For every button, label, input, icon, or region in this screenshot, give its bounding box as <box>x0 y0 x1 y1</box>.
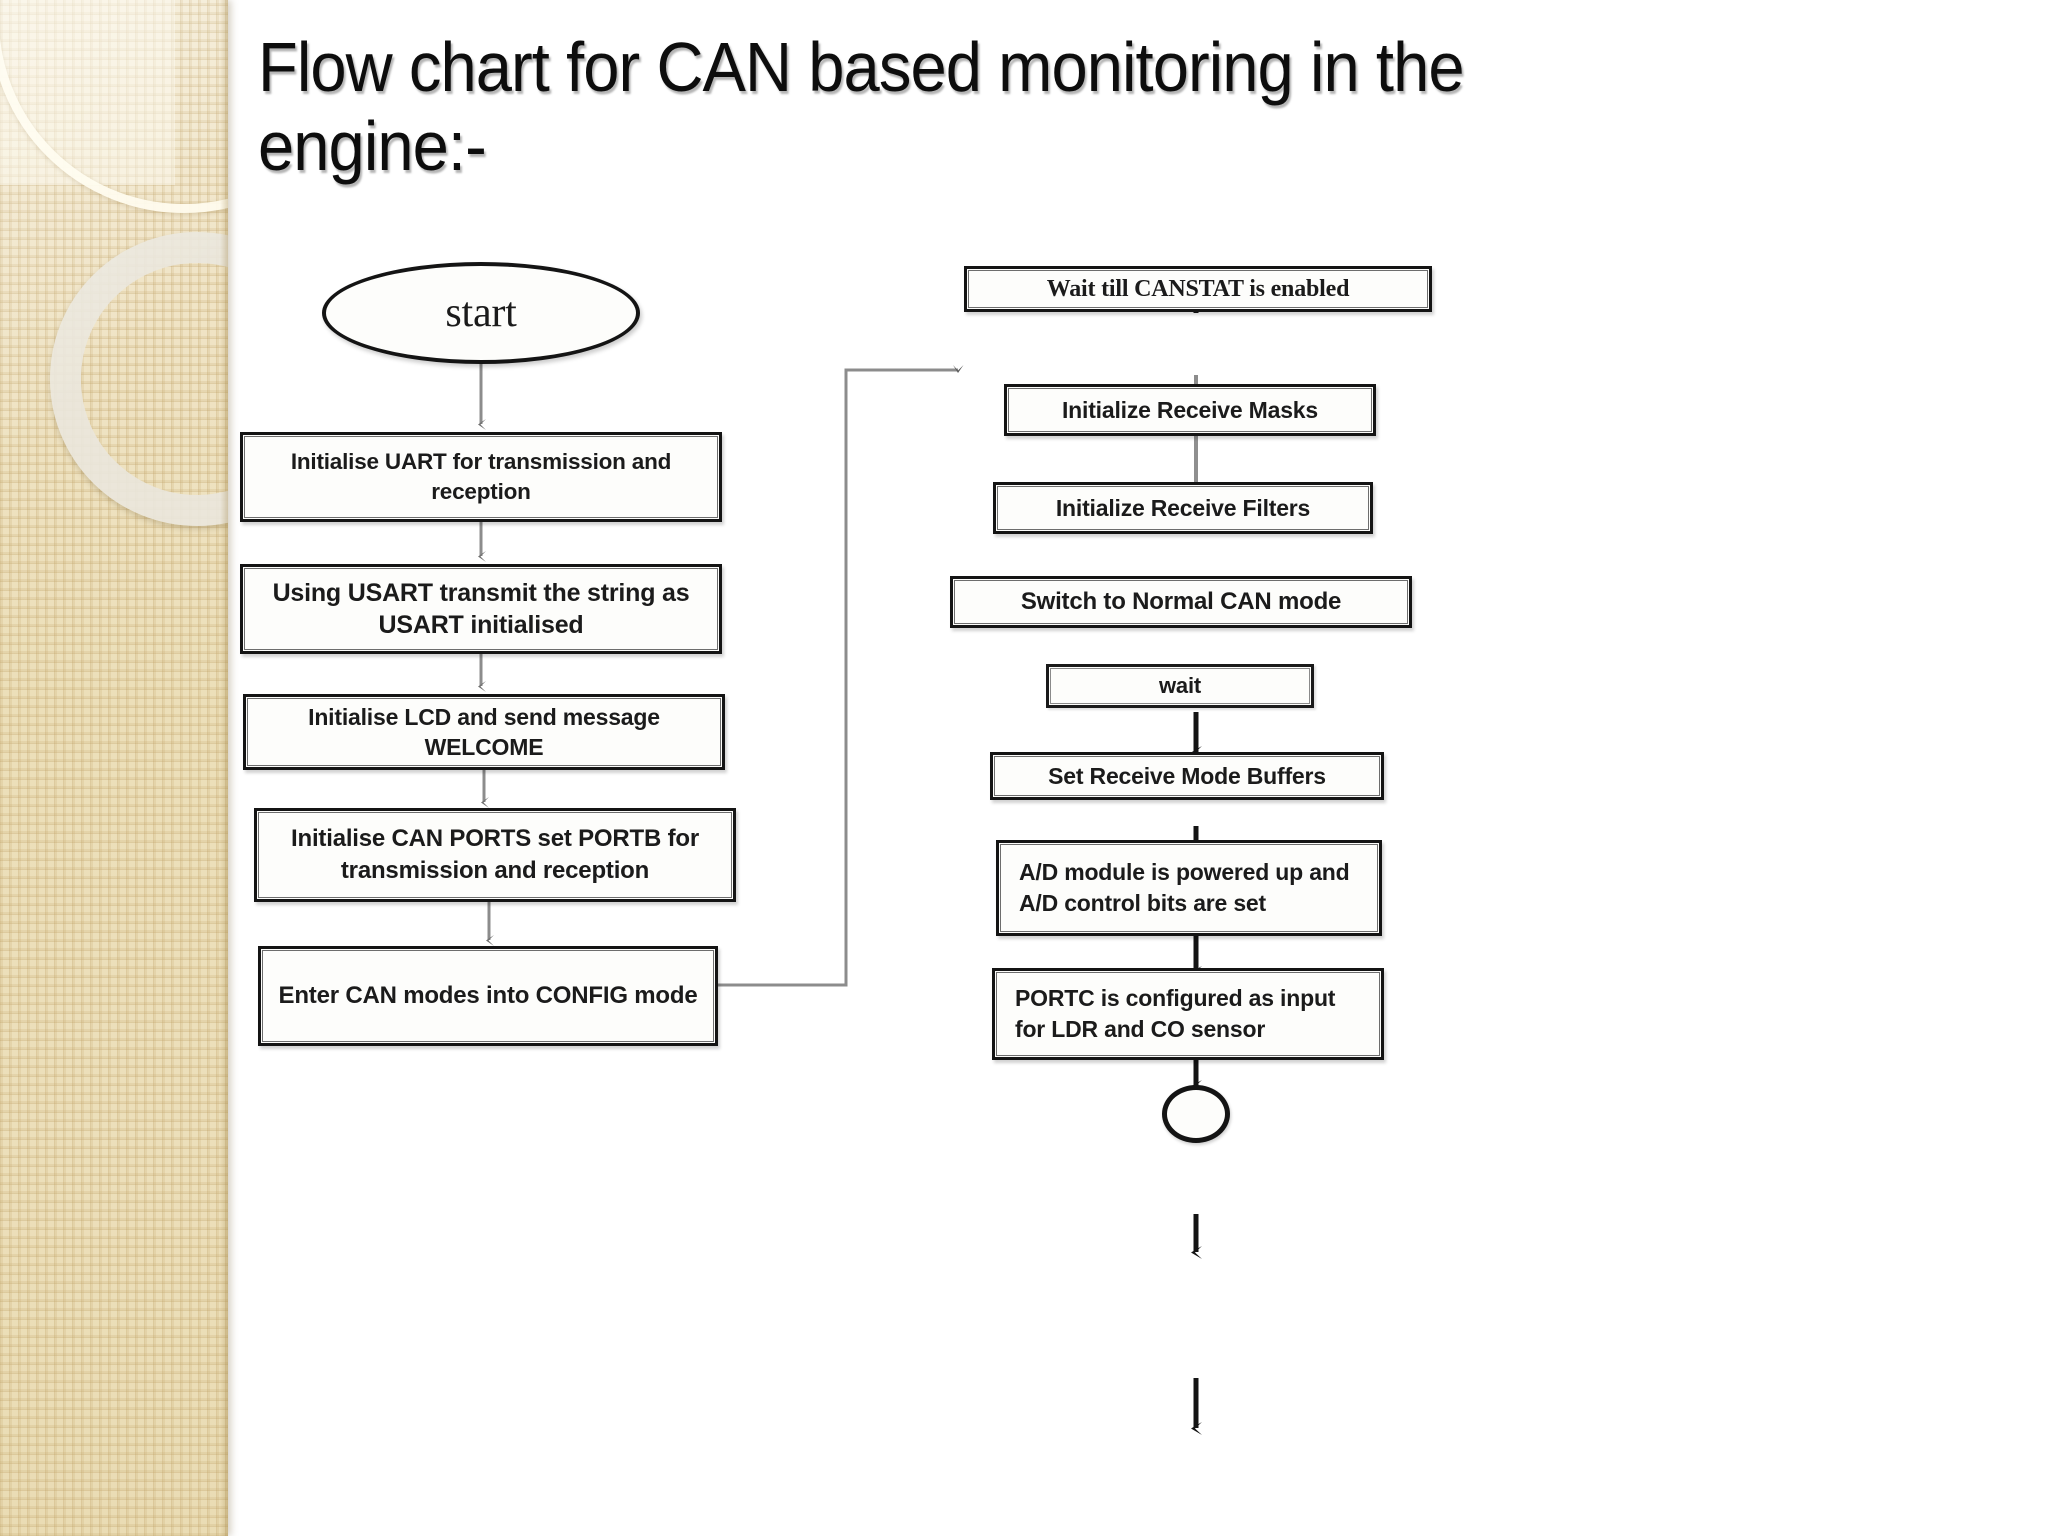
node-wait[interactable]: wait <box>1046 664 1314 708</box>
node-init-uart[interactable]: Initialise UART for transmission and rec… <box>240 432 722 522</box>
sidebar-sheen <box>0 0 228 560</box>
node-init-can-ports[interactable]: Initialise CAN PORTS set PORTB for trans… <box>254 808 736 902</box>
sidebar-edge-shadow <box>220 0 228 1536</box>
node-start[interactable]: start <box>322 262 640 364</box>
node-init-receive-masks[interactable]: Initialize Receive Masks <box>1004 384 1376 436</box>
node-ad-module-powered[interactable]: A/D module is powered up and A/D control… <box>996 840 1382 936</box>
node-init-lcd[interactable]: Initialise LCD and send message WELCOME <box>243 694 725 770</box>
node-end-terminator[interactable] <box>1162 1085 1230 1143</box>
page-title-line-1: Flow chart for CAN based monitoring in t… <box>258 28 1465 106</box>
page-title-line-2: engine:- <box>258 107 487 186</box>
node-portc-configured[interactable]: PORTC is configured as input for LDR and… <box>992 968 1384 1060</box>
connector-config-to-wait-canstat <box>717 365 964 987</box>
node-switch-normal-can-mode[interactable]: Switch to Normal CAN mode <box>950 576 1412 628</box>
page-title: Flow chart for CAN based monitoring in t… <box>258 28 1746 186</box>
node-init-receive-filters[interactable]: Initialize Receive Filters <box>993 482 1373 534</box>
decorative-sidebar <box>0 0 228 1536</box>
node-enter-config-mode[interactable]: Enter CAN modes into CONFIG mode <box>258 946 718 1046</box>
node-set-receive-mode-buffers[interactable]: Set Receive Mode Buffers <box>990 752 1384 800</box>
node-wait-till-canstat[interactable]: Wait till CANSTAT is enabled <box>964 266 1432 312</box>
node-usart-transmit[interactable]: Using USART transmit the string as USART… <box>240 564 722 654</box>
